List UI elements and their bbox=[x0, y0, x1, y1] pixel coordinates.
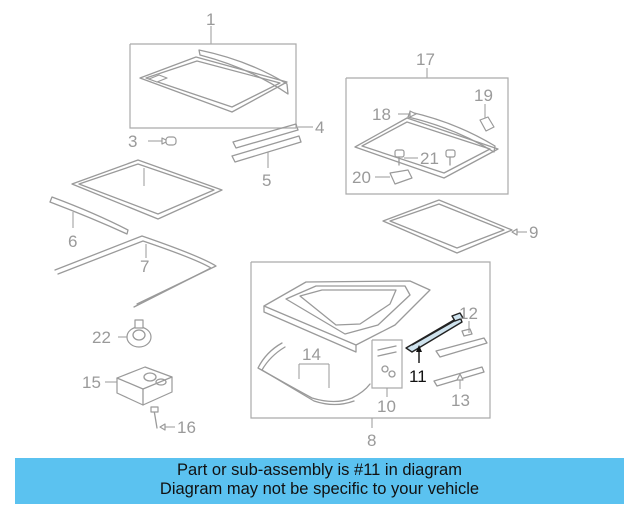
callout-10: 10 bbox=[377, 397, 396, 416]
part-10-clip-kit[interactable] bbox=[371, 339, 403, 397]
info-banner: Part or sub-assembly is #11 in diagram D… bbox=[15, 458, 624, 504]
callout-12: 12 bbox=[459, 304, 478, 323]
part-12-rail[interactable] bbox=[435, 321, 488, 358]
part-gasket-frame[interactable] bbox=[71, 159, 223, 220]
part-9-seal[interactable] bbox=[382, 199, 527, 254]
callout-13: 13 bbox=[451, 391, 470, 410]
callout-22: 22 bbox=[92, 328, 111, 347]
callout-15: 15 bbox=[82, 373, 101, 392]
callout-7: 7 bbox=[140, 257, 149, 276]
banner-line-2: Diagram may not be specific to your vehi… bbox=[159, 480, 480, 498]
part-4-molding[interactable] bbox=[232, 123, 313, 149]
callout-18: 18 bbox=[372, 105, 391, 124]
part-15-module[interactable] bbox=[105, 366, 173, 406]
part-5-molding[interactable] bbox=[231, 135, 302, 168]
callout-16: 16 bbox=[177, 418, 196, 437]
callout-17: 17 bbox=[416, 50, 435, 69]
part-8-housing-assy[interactable] bbox=[250, 261, 491, 428]
callout-20: 20 bbox=[352, 168, 371, 187]
part-20-handle[interactable] bbox=[375, 169, 413, 185]
callout-21: 21 bbox=[420, 149, 439, 168]
part-6-seal[interactable] bbox=[49, 196, 129, 235]
part-1-sunroof-glass[interactable] bbox=[129, 26, 297, 129]
part-11-guide-rail[interactable] bbox=[405, 312, 464, 363]
banner-line-1: Part or sub-assembly is #11 in diagram bbox=[177, 461, 462, 479]
callout-5: 5 bbox=[262, 171, 271, 190]
part-3-bolt[interactable] bbox=[148, 136, 177, 146]
part-13-rail[interactable] bbox=[433, 366, 485, 389]
callout-3: 3 bbox=[128, 132, 137, 151]
part-7-seal[interactable] bbox=[54, 235, 217, 308]
part-17-sunshade-assy[interactable] bbox=[345, 68, 509, 195]
callout-9: 9 bbox=[529, 223, 538, 242]
callout-19: 19 bbox=[474, 86, 493, 105]
part-16-screw[interactable] bbox=[150, 406, 175, 431]
part-22-motor[interactable] bbox=[118, 319, 152, 348]
callout-11: 11 bbox=[409, 367, 427, 386]
callout-6: 6 bbox=[68, 232, 77, 251]
callout-14: 14 bbox=[302, 345, 321, 364]
callout-8: 8 bbox=[367, 431, 376, 450]
part-14-drain-hose[interactable] bbox=[257, 342, 371, 406]
part-21-screw[interactable] bbox=[394, 149, 456, 166]
part-19-clip[interactable] bbox=[479, 104, 495, 132]
callout-1: 1 bbox=[206, 10, 215, 29]
callout-4: 4 bbox=[315, 118, 324, 137]
